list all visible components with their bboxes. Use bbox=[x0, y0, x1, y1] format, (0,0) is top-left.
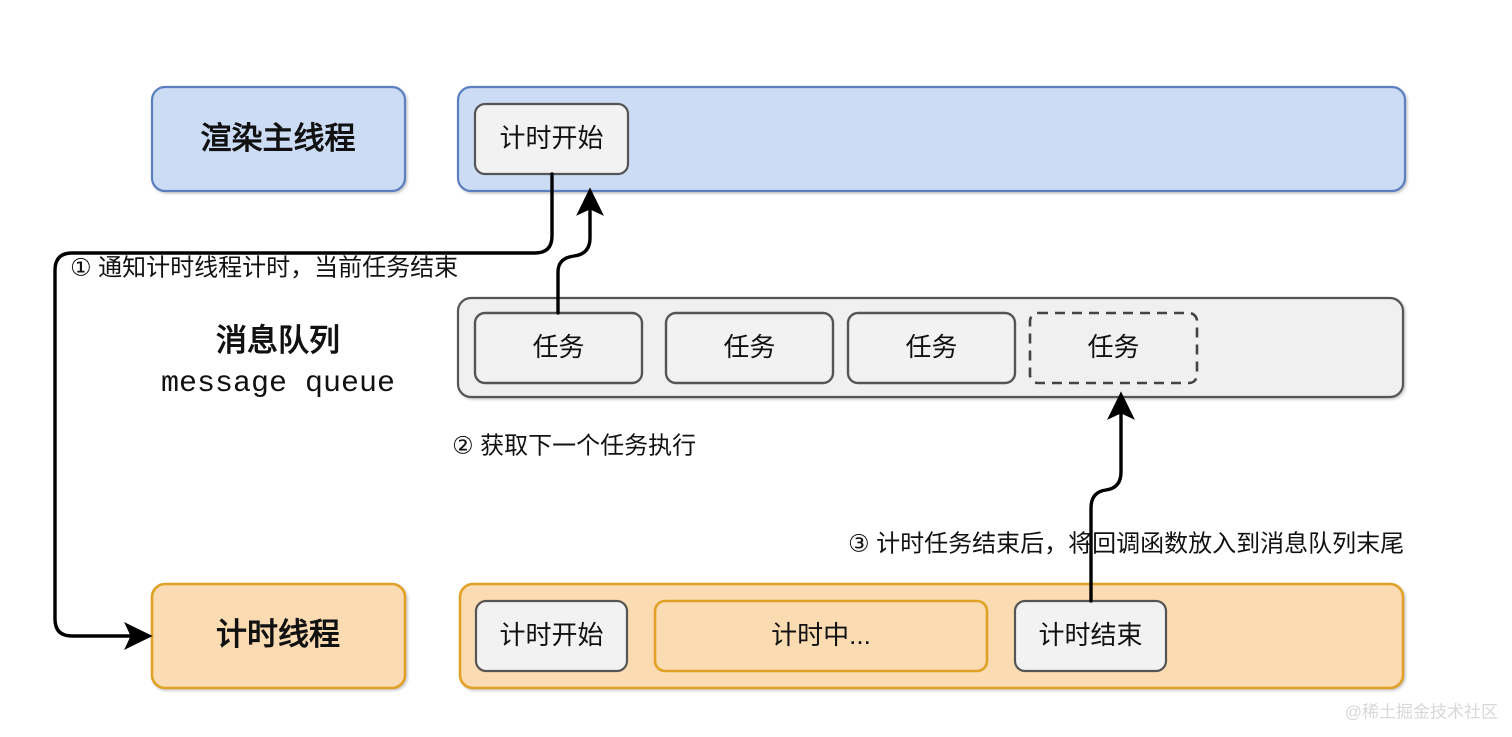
message-queue-item-2[interactable] bbox=[846, 311, 1017, 385]
message-queue-item-2-label: 任务 bbox=[905, 332, 957, 362]
message-queue-label-cn: 消息队列 bbox=[216, 323, 340, 358]
connector-step-2-path bbox=[556, 187, 604, 315]
message-queue-label-en: message queue bbox=[161, 367, 395, 401]
message-queue-item-0-label: 任务 bbox=[532, 332, 584, 362]
connector-step-3 bbox=[1089, 391, 1135, 603]
timer-thread-row: 计时线程 计时开始 计时中... 计时结束 bbox=[150, 582, 1405, 690]
message-queue-item-3-label: 任务 bbox=[1087, 332, 1139, 362]
message-queue-item-1-label: 任务 bbox=[723, 332, 775, 362]
annotation-step-3: ③ 计时任务结束后，将回调函数放入到消息队列末尾 bbox=[848, 530, 1404, 557]
annotation-step-2: ② 获取下一个任务执行 bbox=[452, 432, 696, 459]
connector-step-1-path bbox=[53, 172, 554, 650]
message-queue-item-1[interactable] bbox=[664, 311, 835, 385]
main-thread-label: 渲染主线程 bbox=[201, 121, 356, 156]
annotation-step-1: ① 通知计时线程计时，当前任务结束 bbox=[70, 254, 458, 281]
timer-thread-item-2-label: 计时结束 bbox=[1038, 620, 1142, 650]
watermark: @稀土掘金技术社区 bbox=[1345, 702, 1498, 721]
timer-thread-item-0[interactable] bbox=[474, 599, 629, 673]
connector-step-2 bbox=[556, 187, 604, 315]
connector-step-3-path bbox=[1089, 391, 1135, 603]
message-queue-row: 消息队列 message queue 任务 任务 任务 任务 bbox=[161, 296, 1405, 401]
message-queue-item-3[interactable] bbox=[1028, 311, 1199, 385]
connector-step-1 bbox=[53, 172, 554, 650]
main-thread-row: 渲染主线程 计时开始 bbox=[150, 85, 1407, 193]
main-thread-label-box bbox=[150, 85, 407, 193]
main-thread-lane bbox=[456, 85, 1407, 193]
main-thread-item-0-label: 计时开始 bbox=[499, 123, 603, 153]
timer-thread-label: 计时线程 bbox=[216, 617, 340, 652]
timer-thread-item-0-label: 计时开始 bbox=[499, 620, 603, 650]
timer-thread-item-1-label: 计时中... bbox=[771, 620, 871, 650]
timer-thread-item-1[interactable] bbox=[653, 599, 989, 673]
